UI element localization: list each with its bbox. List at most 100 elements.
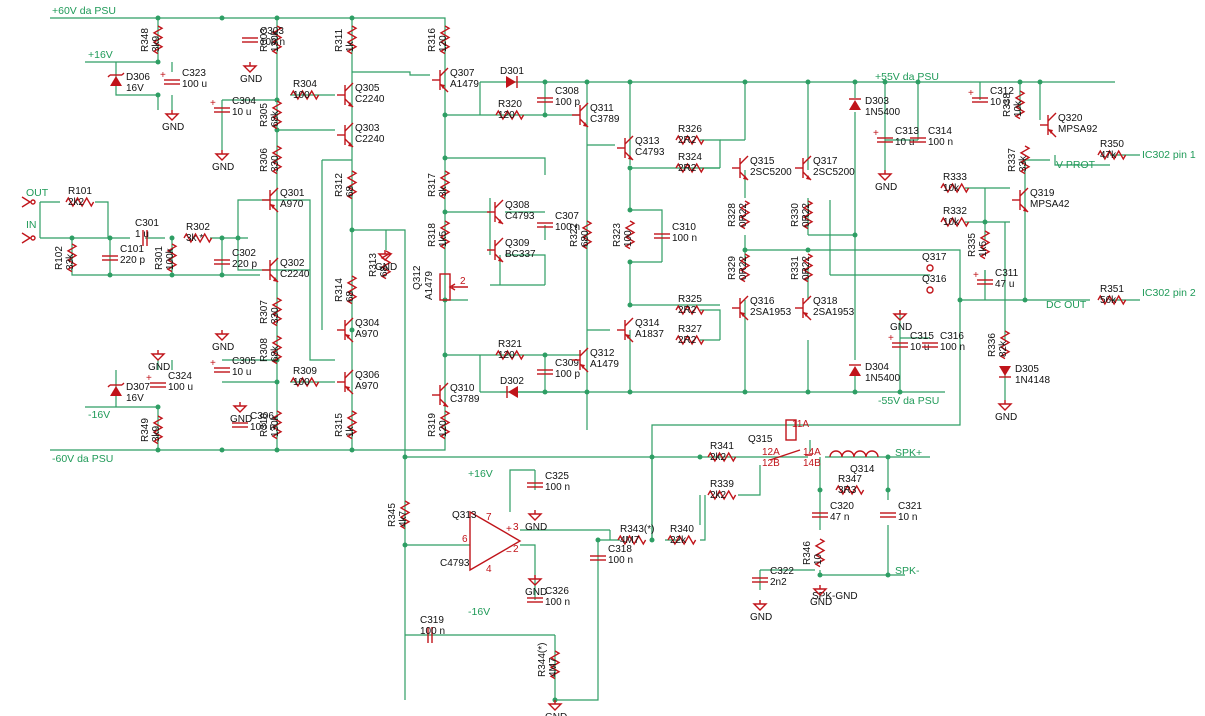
label-r321: R321 (498, 339, 522, 350)
svg-text:Q317: Q317 (922, 252, 947, 263)
label-r349: R349 (140, 418, 151, 442)
label-q310: Q310 (450, 383, 475, 394)
value-c326: 100 n (545, 597, 570, 608)
ground-symbol: GND (162, 110, 184, 133)
ground-symbol: GND (875, 170, 897, 193)
value-r305: 68k (270, 110, 281, 127)
net-label-m16: -16V (88, 409, 110, 421)
svg-text:14B: 14B (803, 458, 821, 469)
svg-text:11A: 11A (792, 419, 809, 430)
value-r302: 3k * (186, 233, 203, 244)
net-label-spkm: SPK- (895, 565, 920, 577)
label-r307: R307 (259, 300, 270, 324)
net-label-ic302-1: IC302 pin 1 (1142, 149, 1196, 161)
value-q311: C3789 (590, 114, 620, 125)
svg-text:Q316: Q316 (922, 274, 947, 285)
value-c309: 100 p (555, 369, 580, 380)
label-q304: Q304 (355, 318, 380, 329)
value-r337: 33k (1018, 155, 1029, 172)
svg-text:+: + (160, 70, 166, 81)
value-r351: 56k (1100, 295, 1117, 306)
value-r315: 1k (345, 425, 356, 437)
value-c313: 10 u (895, 137, 914, 148)
label-q306: Q306 (355, 370, 380, 381)
value-c308: 100 p (555, 97, 580, 108)
value-q319: MPSA42 (1030, 199, 1070, 210)
net-label-p55: +55V da PSU (875, 71, 939, 83)
value-r350: 47k (1100, 150, 1117, 161)
label-r333: R333 (943, 172, 967, 183)
value-r340: 22k (670, 535, 687, 546)
value-q306: A970 (355, 381, 379, 392)
label-r332: R332 (943, 206, 967, 217)
label-c312: C312 (990, 86, 1014, 97)
label-c309: C309 (555, 358, 579, 369)
net-label-m60: -60V da PSU (52, 453, 113, 465)
value-d306: 16V (126, 83, 144, 94)
value-q312: A1479 (590, 359, 619, 370)
svg-text:Q315: Q315 (748, 434, 773, 445)
svg-text:2: 2 (460, 276, 466, 287)
label-c316: C316 (940, 331, 964, 342)
net-label-p60: +60V da PSU (52, 5, 116, 17)
value-r328: 0R22 (738, 203, 749, 227)
value-r343: 4M7 (620, 535, 640, 546)
value-q303: C2240 (355, 134, 385, 145)
svg-text:12A: 12A (762, 447, 780, 458)
label-r304: R304 (293, 79, 317, 90)
svg-text:+: + (210, 98, 216, 109)
label-d301: D301 (500, 66, 524, 77)
value-c320: 47 n (830, 512, 849, 523)
value-c101: 220 p (120, 255, 145, 266)
value-r301: 100k (165, 247, 176, 270)
label-r337: R337 (1007, 148, 1018, 172)
label-r340: R340 (670, 524, 694, 535)
label-r322: R322 (569, 223, 580, 247)
label-d307: D307 (126, 382, 150, 393)
label-r303: R303 (259, 28, 270, 52)
value-r309: 100 (293, 377, 310, 388)
ground-symbol: GND (230, 402, 252, 425)
value-d304: 1N5400 (865, 373, 900, 384)
ground-symbol: GND (750, 600, 772, 623)
value-r313: 68 (379, 265, 390, 277)
ground-symbol: GND (375, 250, 397, 273)
value-r327: 2R2 (678, 335, 697, 346)
svg-text:GND: GND (545, 712, 567, 716)
value-r316: 120 (438, 35, 449, 52)
label-c319: C319 (420, 615, 444, 626)
value-q301: A970 (280, 199, 304, 210)
value-r324: 2R2 (678, 163, 697, 174)
